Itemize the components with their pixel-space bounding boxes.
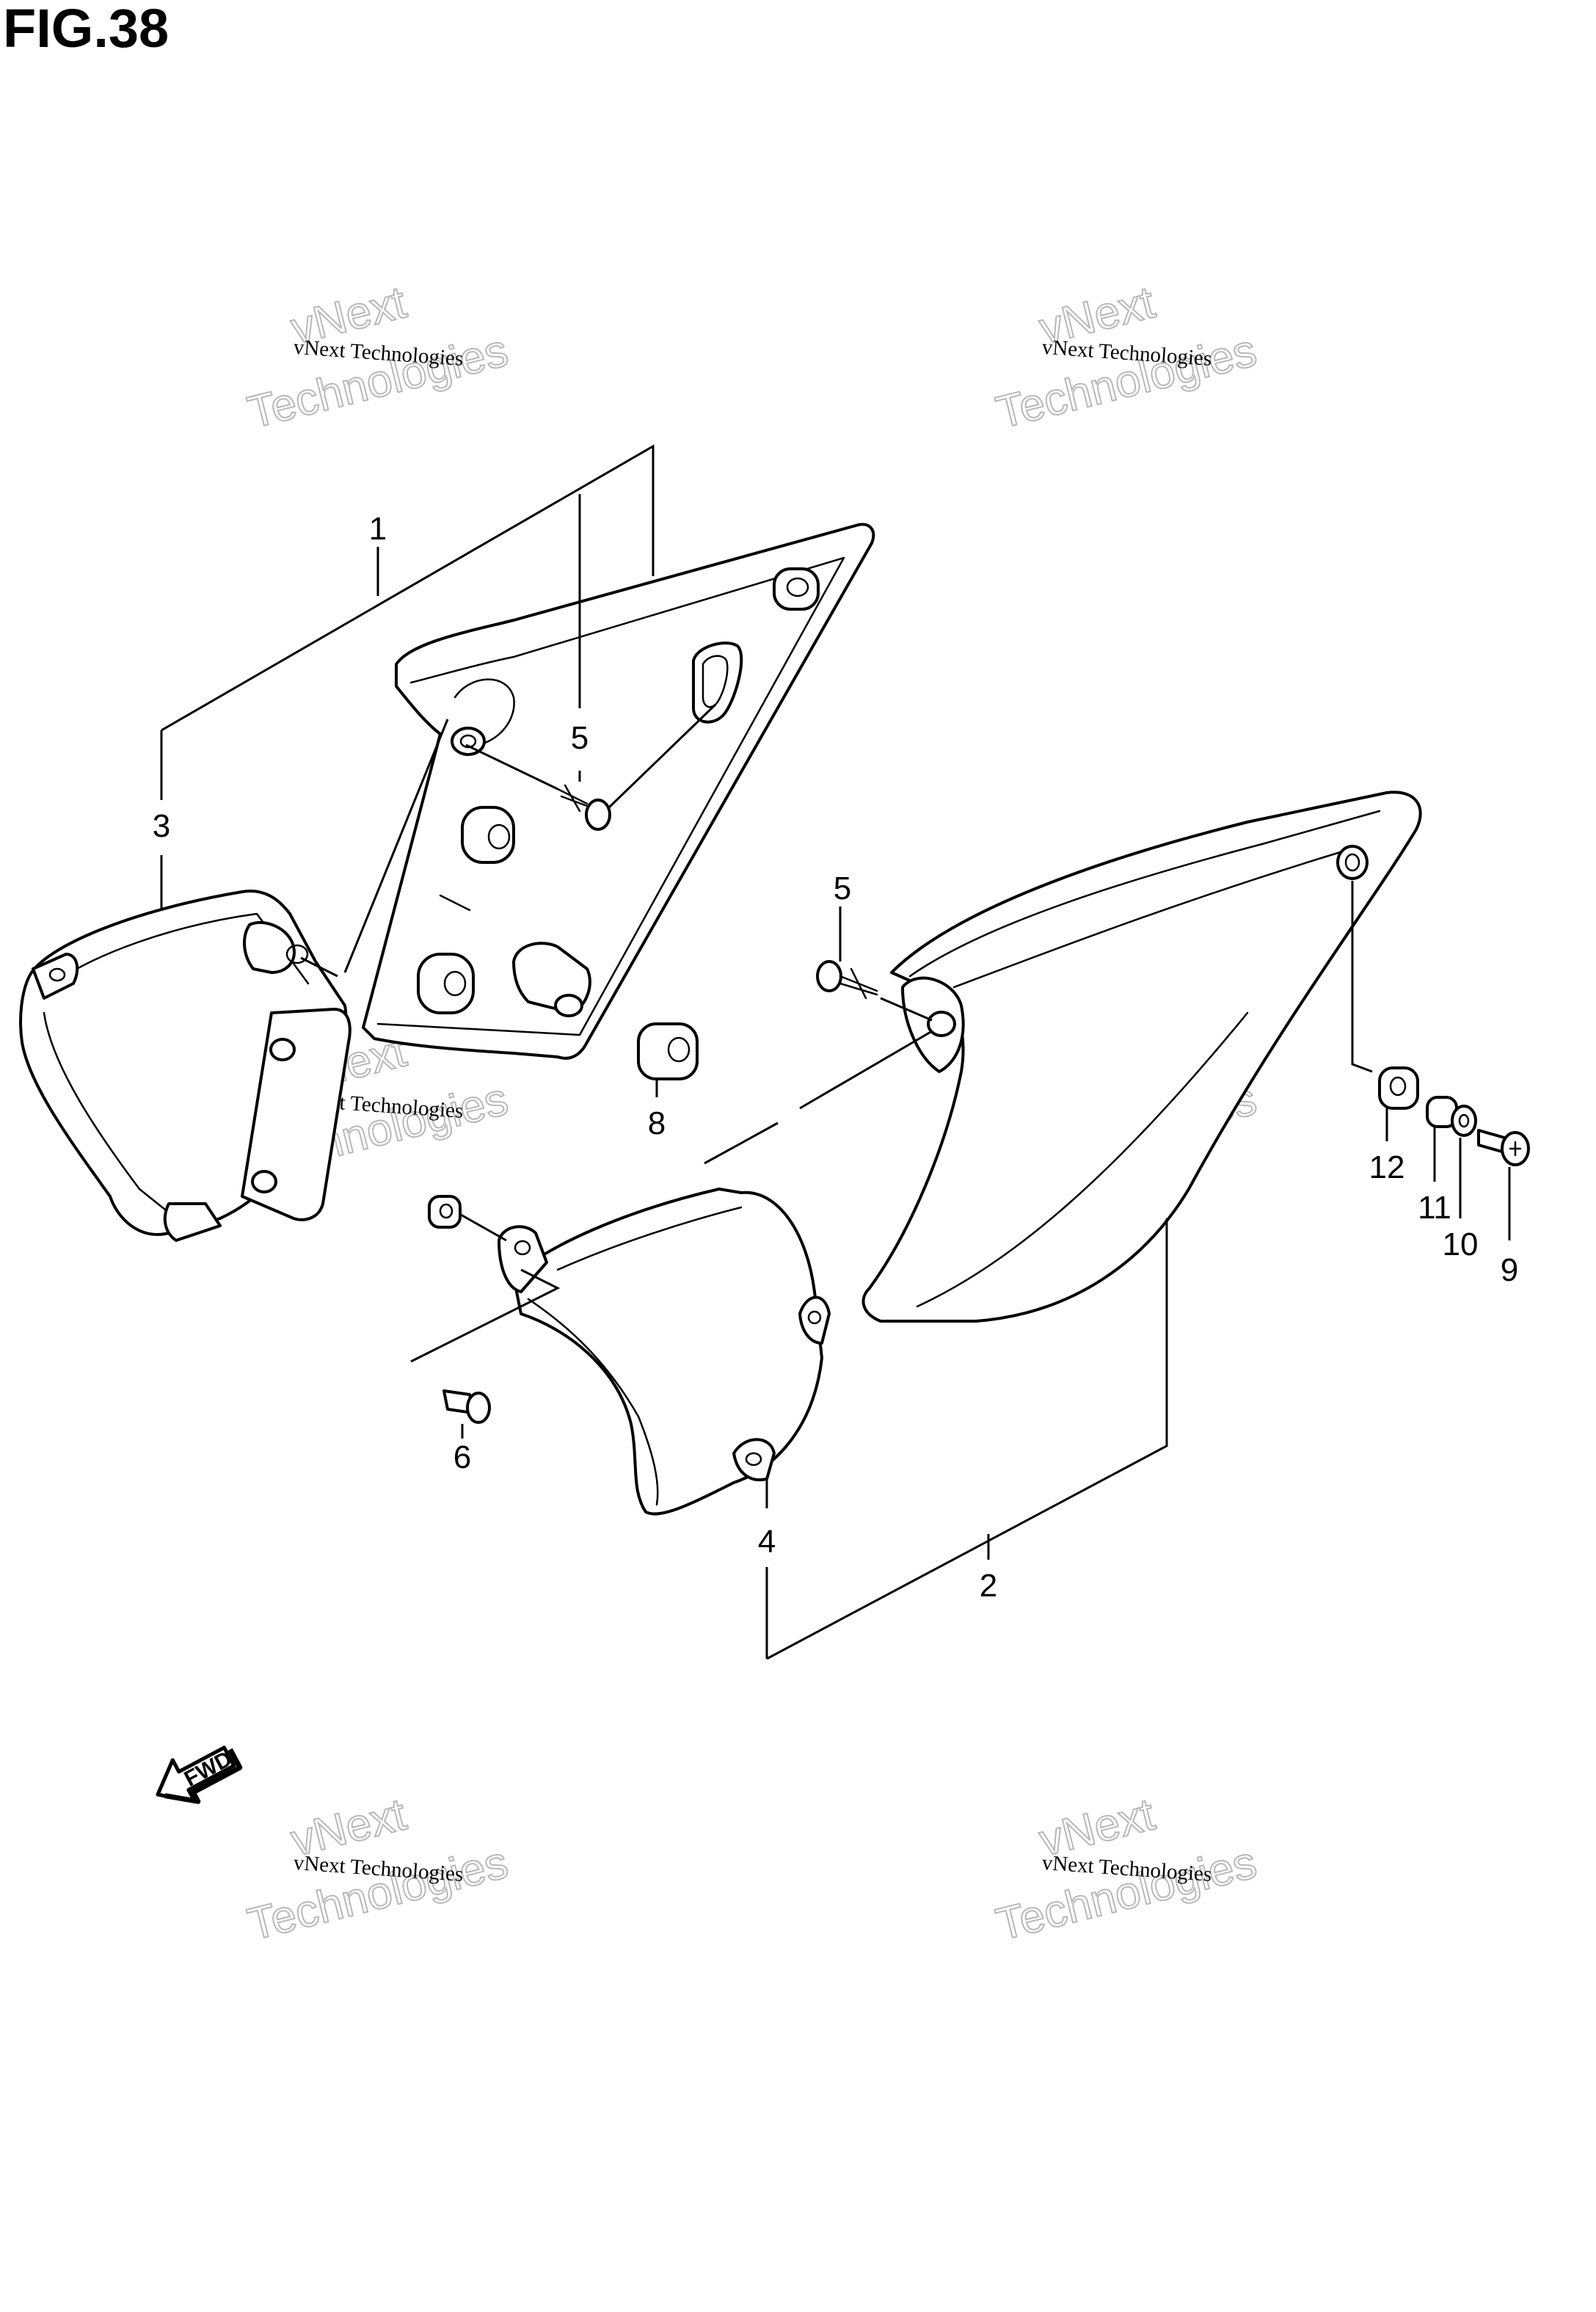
part-screw-right [816,960,878,1000]
part-washer [1451,1105,1477,1137]
callout-3: 3 [153,808,170,844]
part-screw-upper [556,784,611,831]
part-small-nut [428,1195,462,1229]
callout-11: 11 [1418,1190,1451,1226]
leader-lines [160,444,1511,1660]
callout-4: 4 [758,1524,776,1560]
part-grommet-rear [1378,1066,1419,1110]
part-left-side-cover [362,523,875,1060]
part-right-side-cover [861,790,1422,1323]
callout-12: 12 [1369,1149,1405,1185]
part-grommet [637,1022,699,1080]
callout-5-upper: 5 [571,720,589,756]
forward-direction-arrow: FWD [156,1745,243,1804]
callout-9: 9 [1501,1252,1518,1288]
watermark-big-text: Technologies [243,1837,513,1951]
part-lower-front-cover [498,1188,831,1516]
watermark-top-right: Technologies vNext vNext Technologies [991,276,1262,439]
watermark-top-left: Technologies vNext vNext Technologies [242,276,514,439]
callout-10: 10 [1443,1226,1479,1262]
watermark-bottom-left: Technologies vNext vNext Technologies [242,1788,514,1951]
part-bolt-lower [442,1389,491,1424]
figure-title: FIG.38 [3,0,170,59]
part-bolt-rear [1477,1129,1530,1166]
watermark-bottom-right: Technologies vNext vNext Technologies [991,1788,1262,1951]
callout-5-right: 5 [834,870,851,906]
callout-8: 8 [648,1105,666,1141]
callout-1: 1 [369,511,387,547]
callout-6: 6 [453,1439,471,1475]
part-left-front-inner-cover [19,890,351,1242]
callout-2: 2 [980,1568,997,1604]
watermark-big-text: Technologies [991,1837,1261,1951]
